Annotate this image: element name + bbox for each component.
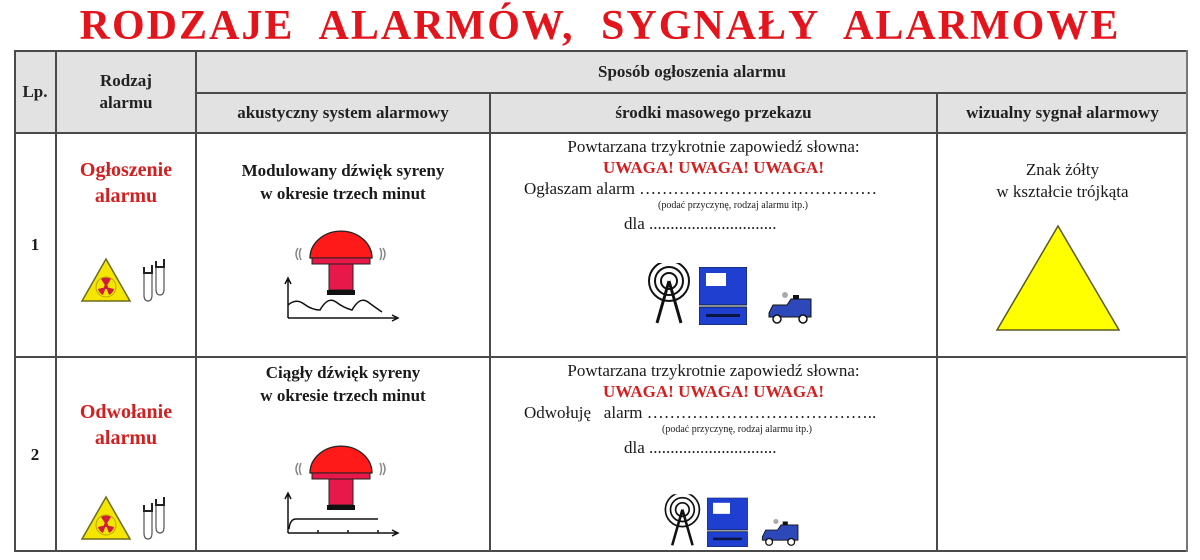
media-uwaga: UWAGA! UWAGA! UWAGA!: [603, 382, 824, 401]
acoustic-line2: w okresie trzech minut: [260, 386, 426, 405]
row-1-alarm-name: Ogłoszenie alarmu: [56, 157, 196, 209]
header-mass-media: środki masowego przekazu: [615, 103, 812, 122]
row-1-visual: Znak żółty w kształcie trójkąta: [937, 133, 1188, 357]
television-icon: [699, 267, 747, 325]
media-for: dla ..............................: [624, 214, 777, 233]
media-announce: Ogłaszam alarm ……………………………………: [524, 179, 878, 198]
col-divider-4: [936, 93, 938, 552]
yellow-triangle-icon: [995, 224, 1121, 332]
alarm-name-line1: Ogłoszenie: [79, 159, 173, 181]
row-2-alarm-type: Odwołanie alarmu: [56, 357, 196, 552]
media-intro: Powtarzana trzykrotnie zapowiedź słowna:: [567, 137, 860, 156]
table-border-left: [14, 50, 16, 552]
acoustic-line1: Ciągły dźwięk syreny: [265, 363, 421, 382]
row-1-lp: 1: [30, 235, 40, 254]
col-divider-2: [195, 50, 197, 552]
radiation-warning-icon: [80, 257, 132, 303]
alarm-name-line2: alarmu: [94, 185, 158, 207]
table-border-right: [1186, 50, 1188, 552]
radio-tower-icon: [662, 494, 703, 547]
row-1-alarm-type: Ogłoszenie alarmu: [56, 133, 196, 357]
alarm-name-line2: alarmu: [94, 427, 158, 449]
row-2-lp: 2: [30, 444, 40, 464]
header-bottom-border: [14, 132, 1188, 134]
acoustic-line1: Modulowany dźwięk syreny: [241, 161, 445, 180]
col-divider-1: [55, 50, 57, 552]
television-icon: [707, 497, 748, 547]
col-divider-3: [489, 93, 491, 552]
row-1-visual-text: Znak żółty w kształcie trójkąta: [937, 159, 1188, 203]
acoustic-line2: w okresie trzech minut: [260, 184, 426, 203]
row-divider: [14, 356, 1188, 358]
table-border-bottom: [14, 550, 1188, 552]
row-2-acoustic-text: Ciągły dźwięk syreny w okresie trzech mi…: [196, 361, 490, 407]
row-1-acoustic-text: Modulowany dźwięk syreny w okresie trzec…: [196, 159, 490, 205]
loudspeaker-car-icon: [767, 291, 813, 325]
chemical-test-tubes-icon: [140, 257, 170, 303]
header-announcement-method: Sposób ogłoszenia alarmu: [598, 61, 786, 81]
media-for: dla ..............................: [624, 438, 777, 457]
media-hint: (podać przyczynę, rodzaj alarmu itp.): [662, 424, 812, 435]
alarm-name-line1: Odwołanie: [79, 401, 173, 423]
table-header: [14, 50, 1188, 133]
media-hint: (podać przyczynę, rodzaj alarmu itp.): [658, 200, 808, 211]
table-border-top: [14, 50, 1188, 52]
row-1-mass-media: Powtarzana trzykrotnie zapowiedź słowna:…: [490, 133, 937, 357]
media-icons: [645, 263, 813, 325]
header-alarm-type-line1: Rodzaj: [100, 70, 152, 90]
row-1-acoustic: Modulowany dźwięk syreny w okresie trzec…: [196, 133, 490, 357]
row-2-mass-media: Powtarzana trzykrotnie zapowiedź słowna:…: [490, 357, 937, 552]
loudspeaker-car-icon: [761, 518, 800, 547]
visual-line1: Znak żółty: [1025, 160, 1100, 179]
media-uwaga: UWAGA! UWAGA! UWAGA!: [603, 158, 824, 177]
radio-tower-icon: [645, 263, 693, 325]
chemical-test-tubes-icon: [140, 495, 170, 541]
media-announce: Odwołuję alarm …………………………………..: [524, 403, 877, 422]
row-2-alarm-name: Odwołanie alarmu: [56, 399, 196, 451]
header-lp: Lp.: [22, 81, 48, 101]
visual-line2: w kształcie trójkąta: [996, 182, 1129, 201]
header-visual: wizualny sygnał alarmowy: [966, 103, 1159, 122]
header-acoustic: akustyczny system alarmowy: [237, 103, 449, 122]
header-divider: [196, 92, 1188, 94]
siren-modulated-wave-icon: [282, 228, 402, 323]
alarm-types-table: Lp. Rodzaj alarmu Sposób ogłoszenia alar…: [14, 50, 1188, 552]
siren-continuous-tone-icon: [282, 443, 402, 538]
header-alarm-type-line2: alarmu: [99, 92, 153, 112]
media-icons: [662, 494, 800, 547]
page-title: RODZAJE ALARMÓW, SYGNAŁY ALARMOWE: [79, 3, 1121, 49]
row-2-visual: [937, 357, 1188, 552]
media-intro: Powtarzana trzykrotnie zapowiedź słowna:: [567, 361, 860, 380]
row-2-acoustic: Ciągły dźwięk syreny w okresie trzech mi…: [196, 357, 490, 552]
radiation-warning-icon: [80, 495, 132, 541]
header-alarm-type: Rodzaj alarmu: [56, 50, 196, 133]
